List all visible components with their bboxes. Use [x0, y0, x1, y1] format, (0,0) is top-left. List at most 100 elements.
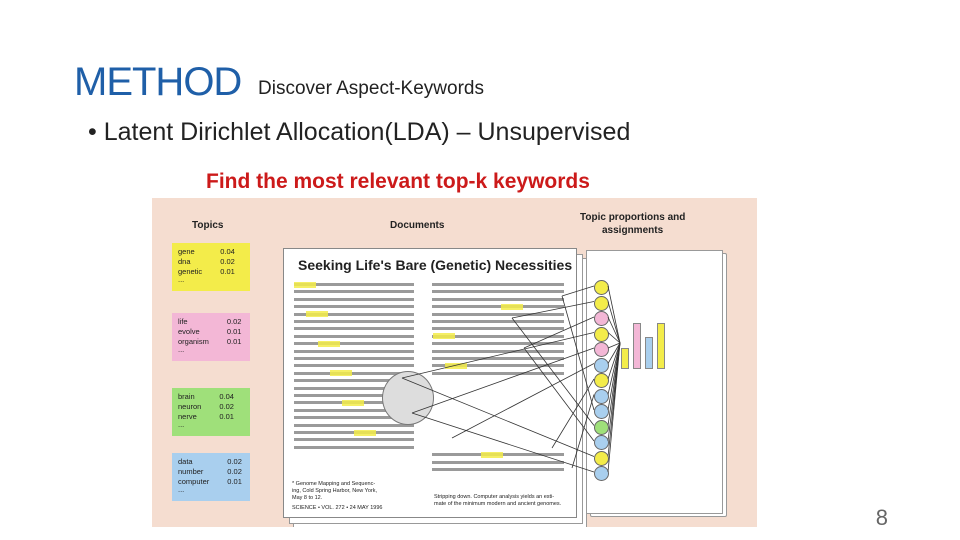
text-line: [432, 468, 564, 471]
proportion-arrow: [607, 332, 621, 344]
text-line: [432, 334, 564, 338]
proportion-bar: [657, 323, 665, 369]
assignment-arrow: [401, 332, 595, 379]
proportion-bar: [633, 323, 641, 369]
text-line: [432, 371, 564, 375]
topic-word: genetic: [178, 267, 203, 276]
proportions-label-2: assignments: [602, 225, 664, 236]
text-line: [432, 327, 564, 331]
proportion-arrow: [607, 316, 621, 344]
topic-word: computer: [178, 477, 210, 486]
footnote: * Genome Mapping and Sequenc-: [292, 481, 376, 487]
text-line: [294, 349, 414, 353]
highlight-text: Find the most relevant top-k keywords: [206, 170, 590, 193]
document-page: Seeking Life's Bare (Genetic) Necessitie…: [283, 248, 577, 518]
topic-word: neuron: [178, 402, 202, 411]
text-line: [432, 357, 564, 360]
word-highlight: [433, 333, 455, 340]
text-line: [432, 297, 564, 301]
assignment-circle: [594, 388, 609, 404]
text-line: [294, 371, 414, 375]
topic-word: gene: [178, 247, 195, 256]
word-highlight: [330, 370, 352, 377]
text-line: [294, 334, 414, 338]
text-line: [294, 312, 414, 316]
proportion-arrow: [607, 342, 621, 364]
assignment-circle: [594, 466, 609, 481]
topic-prob: 0.01: [227, 477, 242, 486]
text-line: [294, 408, 414, 412]
word-highlight: [342, 399, 364, 406]
assignment-circle: [594, 357, 609, 373]
proportion-arrow: [607, 342, 621, 395]
topic-prob: 0.02: [227, 457, 242, 466]
topic-word: brain: [178, 392, 195, 401]
text-line: [294, 416, 414, 420]
proportion-arrow: [607, 285, 621, 344]
text-line: [294, 290, 414, 294]
assignment-arrow: [401, 377, 595, 457]
assignment-arrow: [571, 394, 595, 469]
topic-box-computer: data 0.02 number 0.02 computer 0.01...: [172, 453, 250, 501]
text-line: [432, 342, 564, 346]
text-line: [294, 394, 414, 397]
proportion-arrow: [607, 342, 621, 349]
text-line: [432, 460, 564, 464]
topic-word: data: [178, 457, 193, 466]
lda-figure: Topics Documents Topic proportions and a…: [152, 198, 757, 527]
doc-footer: SCIENCE • VOL. 272 • 24 MAY 1996: [292, 505, 383, 511]
bullet-point: • Latent Dirichlet Allocation(LDA) – Uns…: [88, 118, 631, 146]
text-line: [432, 283, 564, 286]
assignment-circle: [594, 419, 609, 435]
topic-word: evolve: [178, 327, 200, 336]
assignment-arrows: [401, 285, 621, 473]
word-highlight: [481, 451, 503, 458]
assignment-circle: [594, 450, 609, 466]
topic-word: dna: [178, 257, 191, 266]
topic-more: ...: [178, 485, 185, 494]
footnote-2: ing, Cold Spring Harbor, New York,: [292, 488, 377, 494]
text-line: [294, 445, 414, 449]
text-line: [432, 349, 564, 353]
topic-prob: 0.02: [227, 467, 242, 476]
genome-diagram: [382, 371, 434, 425]
text-line: [294, 379, 414, 383]
page-number: 8: [875, 505, 888, 530]
text-line: [432, 305, 564, 309]
text-line: [294, 283, 414, 286]
assignment-arrow: [411, 347, 595, 414]
topic-prob: 0.02: [226, 317, 242, 326]
proportion-arrow: [607, 342, 621, 473]
word-highlight: [445, 362, 467, 369]
proportion-arrow: [607, 342, 621, 380]
topic-more: ...: [178, 420, 185, 429]
text-line: [294, 438, 414, 442]
assignment-arrow: [511, 317, 595, 426]
slide-subtitle: Discover Aspect-Keywords: [258, 78, 484, 99]
assignment-arrow: [411, 412, 595, 473]
assignment-arrow: [561, 295, 595, 411]
topic-prob: 0.01: [220, 267, 235, 276]
topic-prob: 0.02: [219, 402, 234, 411]
topic-prob: 0.04: [220, 247, 235, 256]
text-line: [294, 386, 414, 390]
text-line: [294, 357, 414, 360]
text-line: [432, 312, 564, 316]
proportions-label: Topic proportions and: [580, 212, 686, 223]
assignment-circle: [594, 342, 609, 357]
topic-word: nerve: [178, 412, 197, 421]
text-line: [294, 320, 414, 323]
topic-word: number: [178, 467, 204, 476]
topic-more: ...: [178, 275, 185, 284]
text-line: [432, 320, 564, 323]
topic-word: life: [178, 317, 188, 326]
topics-label: Topics: [192, 220, 224, 231]
text-line: [432, 364, 564, 368]
assignment-circle: [594, 326, 609, 342]
topic-prob: 0.01: [226, 337, 242, 346]
text-line: [294, 305, 414, 309]
documents-label: Documents: [390, 220, 445, 231]
